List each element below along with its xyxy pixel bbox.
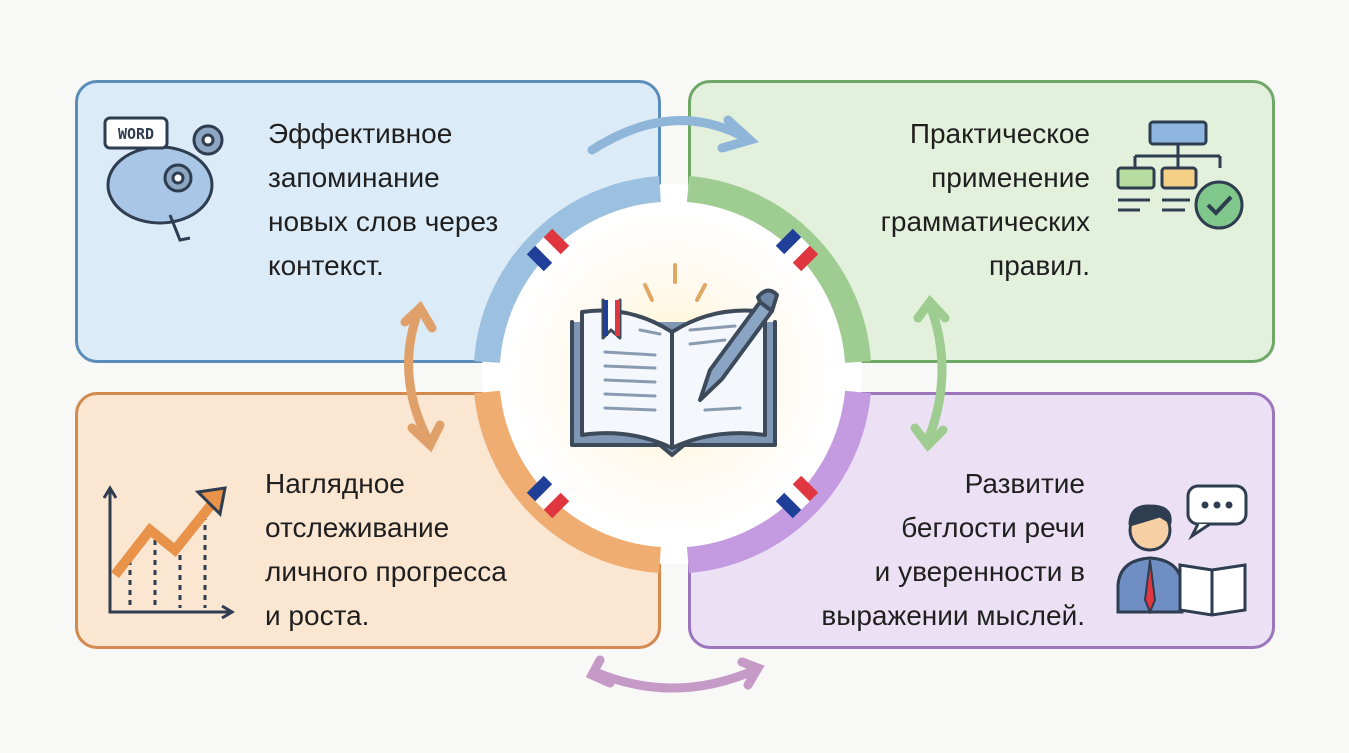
- open-book-pen-icon: [570, 263, 779, 457]
- flag-icon: [775, 475, 819, 519]
- text-line: новых слов через: [268, 206, 499, 237]
- arrow-right: [923, 300, 947, 445]
- text-line: Наглядное: [265, 468, 405, 499]
- flowchart-check-icon: [1116, 120, 1244, 230]
- text-line: грамматических: [880, 206, 1090, 237]
- text-line: применение: [931, 162, 1090, 193]
- text-line: запоминание: [268, 162, 440, 193]
- text-line: контекст.: [268, 250, 384, 281]
- svg-text:WORD: WORD: [118, 125, 154, 143]
- arrow-bottom: [590, 665, 760, 693]
- card-text-progress: Наглядное отслеживание личного прогресса…: [265, 462, 507, 638]
- text-line: и роста.: [265, 600, 370, 631]
- brain-gears-icon: WORD: [103, 116, 224, 242]
- growth-chart-icon: [102, 485, 235, 620]
- flag-icon: [526, 475, 570, 519]
- flag-icon: [775, 228, 819, 272]
- text-line: отслеживание: [265, 512, 450, 543]
- arrow-left: [404, 307, 433, 445]
- text-line: Эффективное: [268, 118, 453, 149]
- card-text-grammar: Практическое применение грамматических п…: [881, 112, 1090, 288]
- card-text-fluency: Развитие беглости речи и уверенности в в…: [821, 462, 1085, 638]
- text-line: беглости речи: [901, 512, 1085, 543]
- text-line: выражении мыслей.: [821, 600, 1085, 631]
- text-line: правил.: [989, 250, 1090, 281]
- card-text-vocabulary: Эффективное запоминание новых слов через…: [268, 112, 498, 288]
- text-line: Практическое: [909, 118, 1090, 149]
- text-line: и уверенности в: [874, 556, 1085, 587]
- flag-icon: [526, 228, 570, 272]
- arrow-top: [587, 116, 745, 155]
- text-line: личного прогресса: [265, 556, 507, 587]
- speaker-book-icon: [1116, 484, 1248, 617]
- text-line: Развитие: [964, 468, 1085, 499]
